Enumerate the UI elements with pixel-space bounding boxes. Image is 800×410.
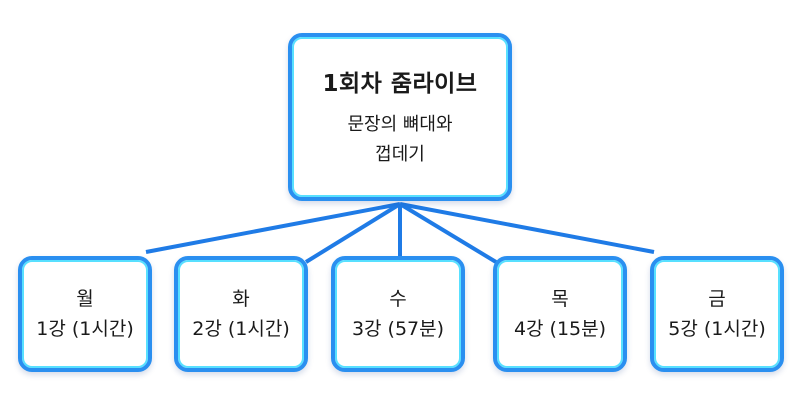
session-day: 목 [551, 288, 569, 310]
connector-thu [398, 202, 498, 264]
session-node-thu: 목 4강 (15분) [493, 256, 627, 372]
session-detail: 2강 (1시간) [192, 318, 290, 340]
session-detail: 4강 (15분) [513, 318, 607, 340]
connector-tue [304, 202, 402, 264]
session-detail: 5강 (1시간) [668, 318, 766, 340]
session-node-fri: 금 5강 (1시간) [650, 256, 784, 372]
session-detail: 1강 (1시간) [36, 318, 134, 340]
session-day: 월 [76, 288, 94, 310]
root-subtitle-line2: 껍데기 [375, 144, 425, 165]
connector-mon [145, 202, 401, 254]
session-node-mon: 월 1강 (1시간) [18, 256, 152, 372]
session-day: 수 [389, 288, 407, 310]
root-subtitle-line1: 문장의 뼈대와 [347, 114, 453, 135]
session-node-wed: 수 3강 (57분) [331, 256, 465, 372]
session-day: 화 [232, 288, 250, 310]
root-node: 1회차 줌라이브 문장의 뼈대와 껍데기 [288, 33, 512, 201]
root-title: 1회차 줌라이브 [322, 71, 478, 97]
session-day: 금 [708, 288, 726, 310]
session-node-tue: 화 2강 (1시간) [174, 256, 308, 372]
connector-fri [399, 202, 655, 254]
session-detail: 3강 (57분) [351, 318, 445, 340]
